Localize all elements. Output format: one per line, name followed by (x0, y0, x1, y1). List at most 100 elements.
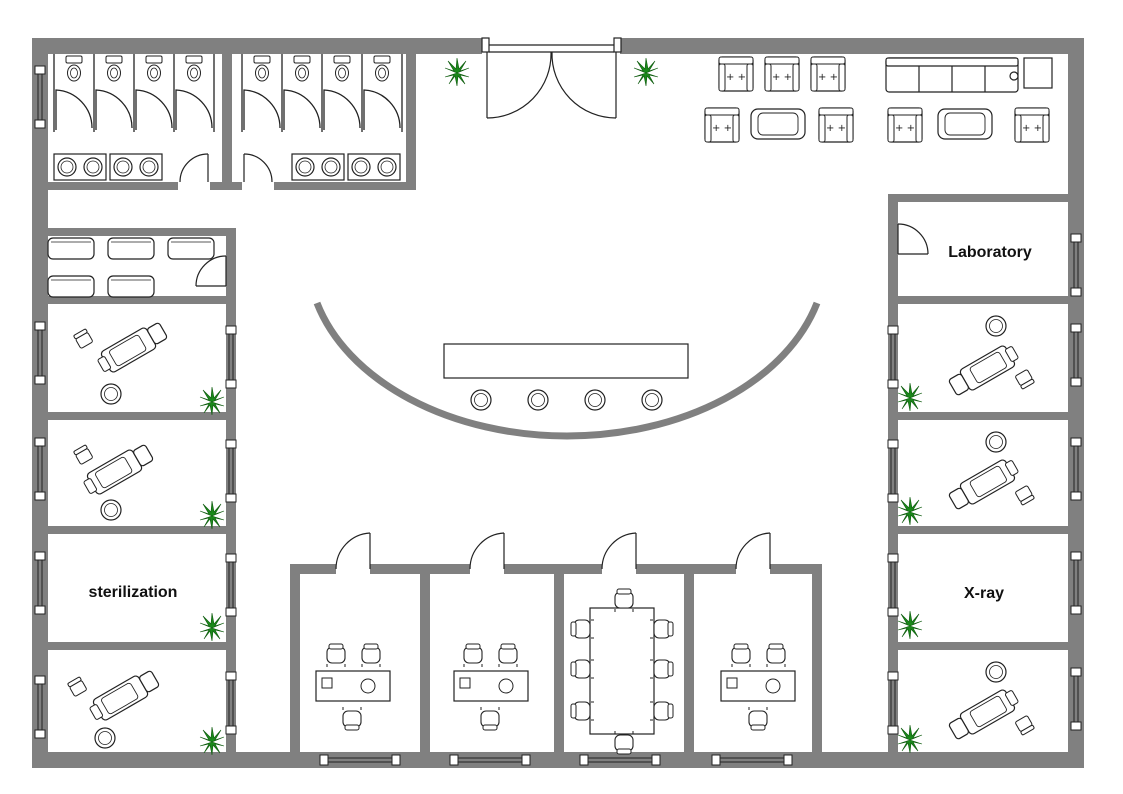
plant-icon (199, 726, 225, 756)
office-chair-icon[interactable] (480, 706, 500, 731)
armchair-icon[interactable] (810, 56, 846, 92)
sofa-icon[interactable] (750, 108, 806, 140)
treatment-room-left-3 (66, 667, 225, 756)
office-door-1[interactable] (335, 532, 371, 570)
conference-table-icon (589, 607, 655, 735)
plant-icon (199, 500, 225, 530)
armchair-icon[interactable] (818, 107, 854, 143)
dental-chair-icon[interactable] (80, 441, 156, 499)
door-icon[interactable] (897, 223, 929, 255)
bed-icon (47, 237, 95, 260)
xray-label: X-ray (964, 585, 1004, 602)
toilet-icon (105, 55, 123, 82)
stool-icon[interactable] (985, 661, 1007, 683)
stool-icon[interactable] (470, 389, 492, 411)
office-2 (453, 643, 529, 731)
stool-icon[interactable] (94, 727, 116, 749)
main-entrance-door[interactable] (481, 37, 622, 119)
armchair-icon[interactable] (764, 56, 800, 92)
office-chair-icon[interactable] (361, 643, 381, 668)
plant-icon (897, 382, 923, 412)
plant-icon (199, 386, 225, 416)
stool-icon[interactable] (985, 315, 1007, 337)
dental-chair-icon[interactable] (946, 685, 1022, 743)
chair-icon[interactable] (1014, 484, 1036, 506)
walls (32, 38, 1084, 768)
stool-icon[interactable] (641, 389, 663, 411)
reception-desk-icon (443, 343, 689, 379)
stool-icon[interactable] (100, 383, 122, 405)
stool-icon[interactable] (527, 389, 549, 411)
chair-icon[interactable] (72, 444, 94, 466)
restroom-left (53, 54, 215, 183)
chair-icon[interactable] (72, 328, 94, 350)
phone-icon (459, 677, 471, 689)
toilet-icon (185, 55, 203, 82)
office-chair-icon[interactable] (326, 643, 346, 668)
toilet-icon (65, 55, 83, 82)
chair-icon[interactable] (1014, 714, 1036, 736)
plant-icon (897, 496, 923, 526)
armchair-icon[interactable] (1014, 107, 1050, 143)
recovery-room (47, 237, 227, 298)
armchair-icon[interactable] (887, 107, 923, 143)
stool-icon[interactable] (100, 499, 122, 521)
side-table-icon (1023, 57, 1053, 89)
dental-chair-icon[interactable] (94, 319, 170, 377)
office-chair-icon[interactable] (748, 706, 768, 731)
office-door-2[interactable] (469, 532, 505, 570)
dental-chair-icon[interactable] (946, 455, 1022, 513)
chair-icon[interactable] (66, 676, 88, 698)
bed-icon (107, 237, 155, 260)
restroom-door[interactable] (179, 153, 209, 183)
toilet-icon (145, 55, 163, 82)
restroom-door[interactable] (243, 153, 273, 183)
treatment-room-left-2 (72, 441, 225, 530)
treatment-room-right-1 (897, 315, 1036, 412)
sterilization-room: sterilization (89, 584, 225, 642)
treatment-room-right-3 (897, 661, 1036, 754)
long-sofa-icon[interactable] (885, 57, 1019, 93)
desk-icon (453, 670, 529, 702)
armchair-icon[interactable] (718, 56, 754, 92)
bed-icon (167, 237, 215, 260)
treatment-room-right-2 (897, 431, 1036, 526)
treatment-room-left-1 (72, 319, 225, 416)
office-chair-icon[interactable] (463, 643, 483, 668)
phone-icon (321, 677, 333, 689)
xray-room: X-ray (897, 585, 1004, 640)
bed-icon (47, 275, 95, 298)
lamp-icon (360, 678, 376, 694)
dental-chair-icon[interactable] (86, 667, 162, 725)
toilet-icon (293, 55, 311, 82)
sink-icon (53, 153, 107, 181)
sink-icon (291, 153, 345, 181)
office-chair-icon[interactable] (342, 706, 362, 731)
plant-icon (897, 724, 923, 754)
armchair-icon[interactable] (704, 107, 740, 143)
dental-chair-icon[interactable] (946, 341, 1022, 399)
plant-icon (897, 610, 923, 640)
toilet-icon (333, 55, 351, 82)
phone-icon (726, 677, 738, 689)
plant-icon (633, 57, 659, 87)
door-icon[interactable] (195, 255, 227, 287)
meeting-room-door[interactable] (601, 532, 637, 570)
office-chair-icon[interactable] (766, 643, 786, 668)
lamp-icon (765, 678, 781, 694)
sink-icon (109, 153, 163, 181)
toilet-icon (373, 55, 391, 82)
office-chair-icon[interactable] (731, 643, 751, 668)
office-door-3[interactable] (735, 532, 771, 570)
office-1 (315, 643, 391, 731)
chair-icon[interactable] (1014, 368, 1036, 390)
stool-icon[interactable] (985, 431, 1007, 453)
restroom-right (241, 54, 403, 183)
lamp-icon (498, 678, 514, 694)
office-3 (720, 643, 796, 731)
office-chair-icon[interactable] (498, 643, 518, 668)
sofa-icon[interactable] (937, 108, 993, 140)
toilet-icon (253, 55, 271, 82)
stool-icon[interactable] (584, 389, 606, 411)
